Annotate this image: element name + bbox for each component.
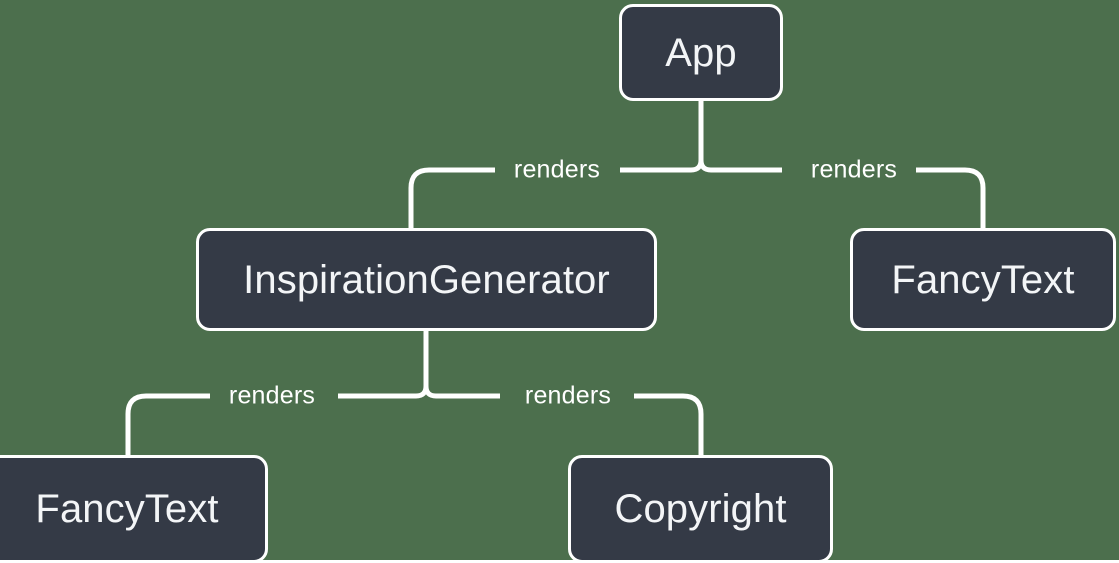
edge-inspiration-fancytext-drop [125, 393, 147, 455]
edge-inspiration-copyright-drop [682, 393, 704, 455]
node-copyright[interactable]: Copyright [568, 455, 833, 563]
node-inspiration-generator[interactable]: InspirationGenerator [196, 228, 657, 331]
node-app[interactable]: App [619, 4, 783, 101]
node-fancytext-left[interactable]: FancyText [0, 455, 268, 563]
node-fancytext-left-label: FancyText [35, 487, 219, 531]
edge-label-app-inspiration: renders [513, 155, 601, 184]
node-fancytext-right-label: FancyText [891, 257, 1075, 302]
edge-app-fancytext-drop [964, 167, 986, 228]
edge-app-inspiration-drop [408, 167, 430, 228]
node-fancytext-right[interactable]: FancyText [850, 228, 1116, 331]
edge-app-trunk-right [698, 101, 712, 173]
node-app-label: App [665, 30, 737, 75]
edge-inspiration-trunk-right [423, 331, 437, 399]
edge-label-inspiration-copyright: renders [524, 381, 612, 410]
node-copyright-label: Copyright [614, 487, 787, 531]
node-inspiration-generator-label: InspirationGenerator [243, 257, 610, 302]
edge-label-app-fancytext: renders [810, 155, 898, 184]
edge-label-inspiration-fancytext: renders [228, 381, 316, 410]
